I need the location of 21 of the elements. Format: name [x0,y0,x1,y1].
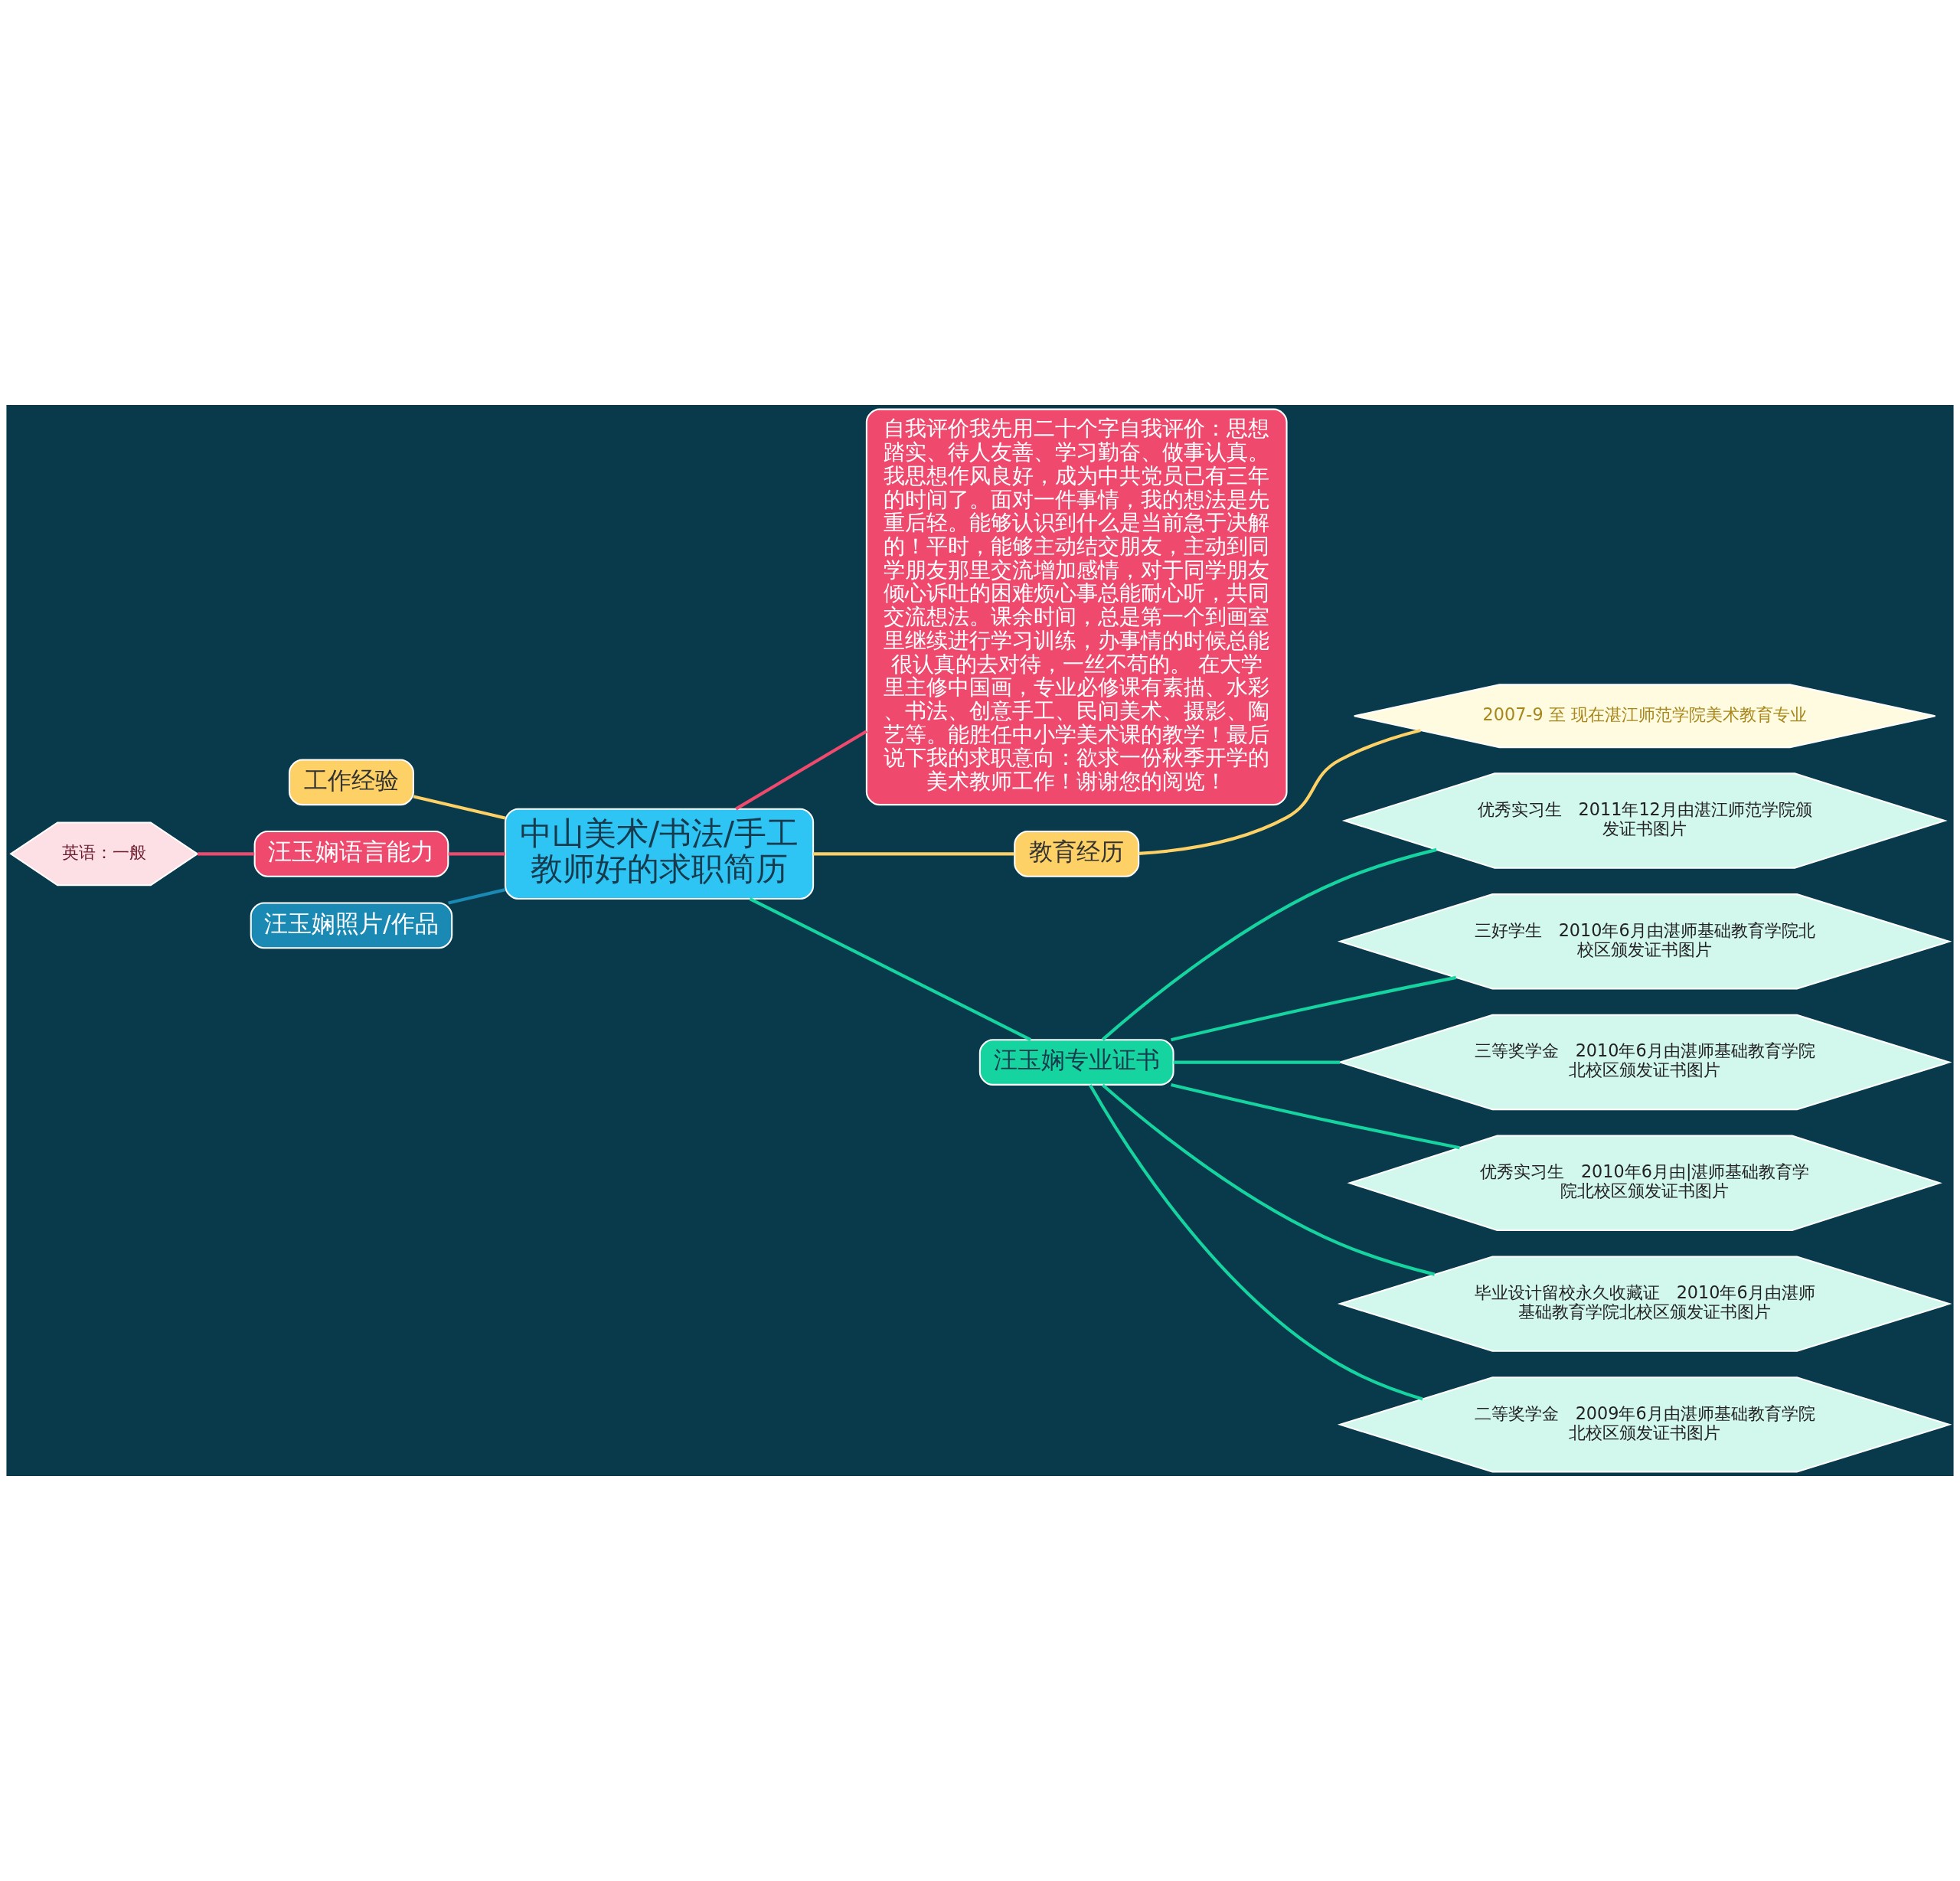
node-box: 中山美术/书法/手工教师好的求职简历 [504,808,815,900]
connector [1089,1084,1423,1401]
connector [735,730,867,811]
connector [1173,1060,1341,1064]
connector [1171,1083,1460,1150]
node-box: 汪玉娴语言能力 [253,831,449,877]
connector [197,852,255,856]
connector [448,888,506,905]
node-box: 自我评价我先用二十个字自我评价：思想踏实、待人友善、学习勤奋、做事认真。我思想作风良好，成为中共党员已有三年的时间了。面对一件事情，我的想法是先重后轻。能够认识到什么是当前急于决解的！平时，能够主动结交朋友，主动到同学朋友那里交流增加感情，对于同学朋友倾心诉吐的困难烦心事总能耐心听，共同交流想法。课余时间，总是第一个到画室里继续进行学习训练，办事情的时候总能很认真的去对待，一丝不苟的。 在大学里主修中国画，专业必修课有素描、水彩、书法、创意手工、民间美术、摄影、陶艺等。能胜任中小学美术课的教学！最后说下我的求职意向：欲求一份秋季开学的美术教师工作！谢谢您的阅览！ [865,408,1288,806]
connector [1171,975,1457,1042]
node-box: 教育经历 [1014,831,1140,877]
connector [1101,1083,1436,1276]
connector [749,897,1032,1041]
connector [1138,728,1421,855]
connector [813,852,1015,856]
connector [448,852,505,856]
node-box: 汪玉娴照片/作品 [250,902,453,949]
node-box: 汪玉娴专业证书 [978,1039,1174,1086]
node-box: 工作经验 [288,759,414,806]
connector [413,795,506,820]
connector [1101,847,1437,1041]
